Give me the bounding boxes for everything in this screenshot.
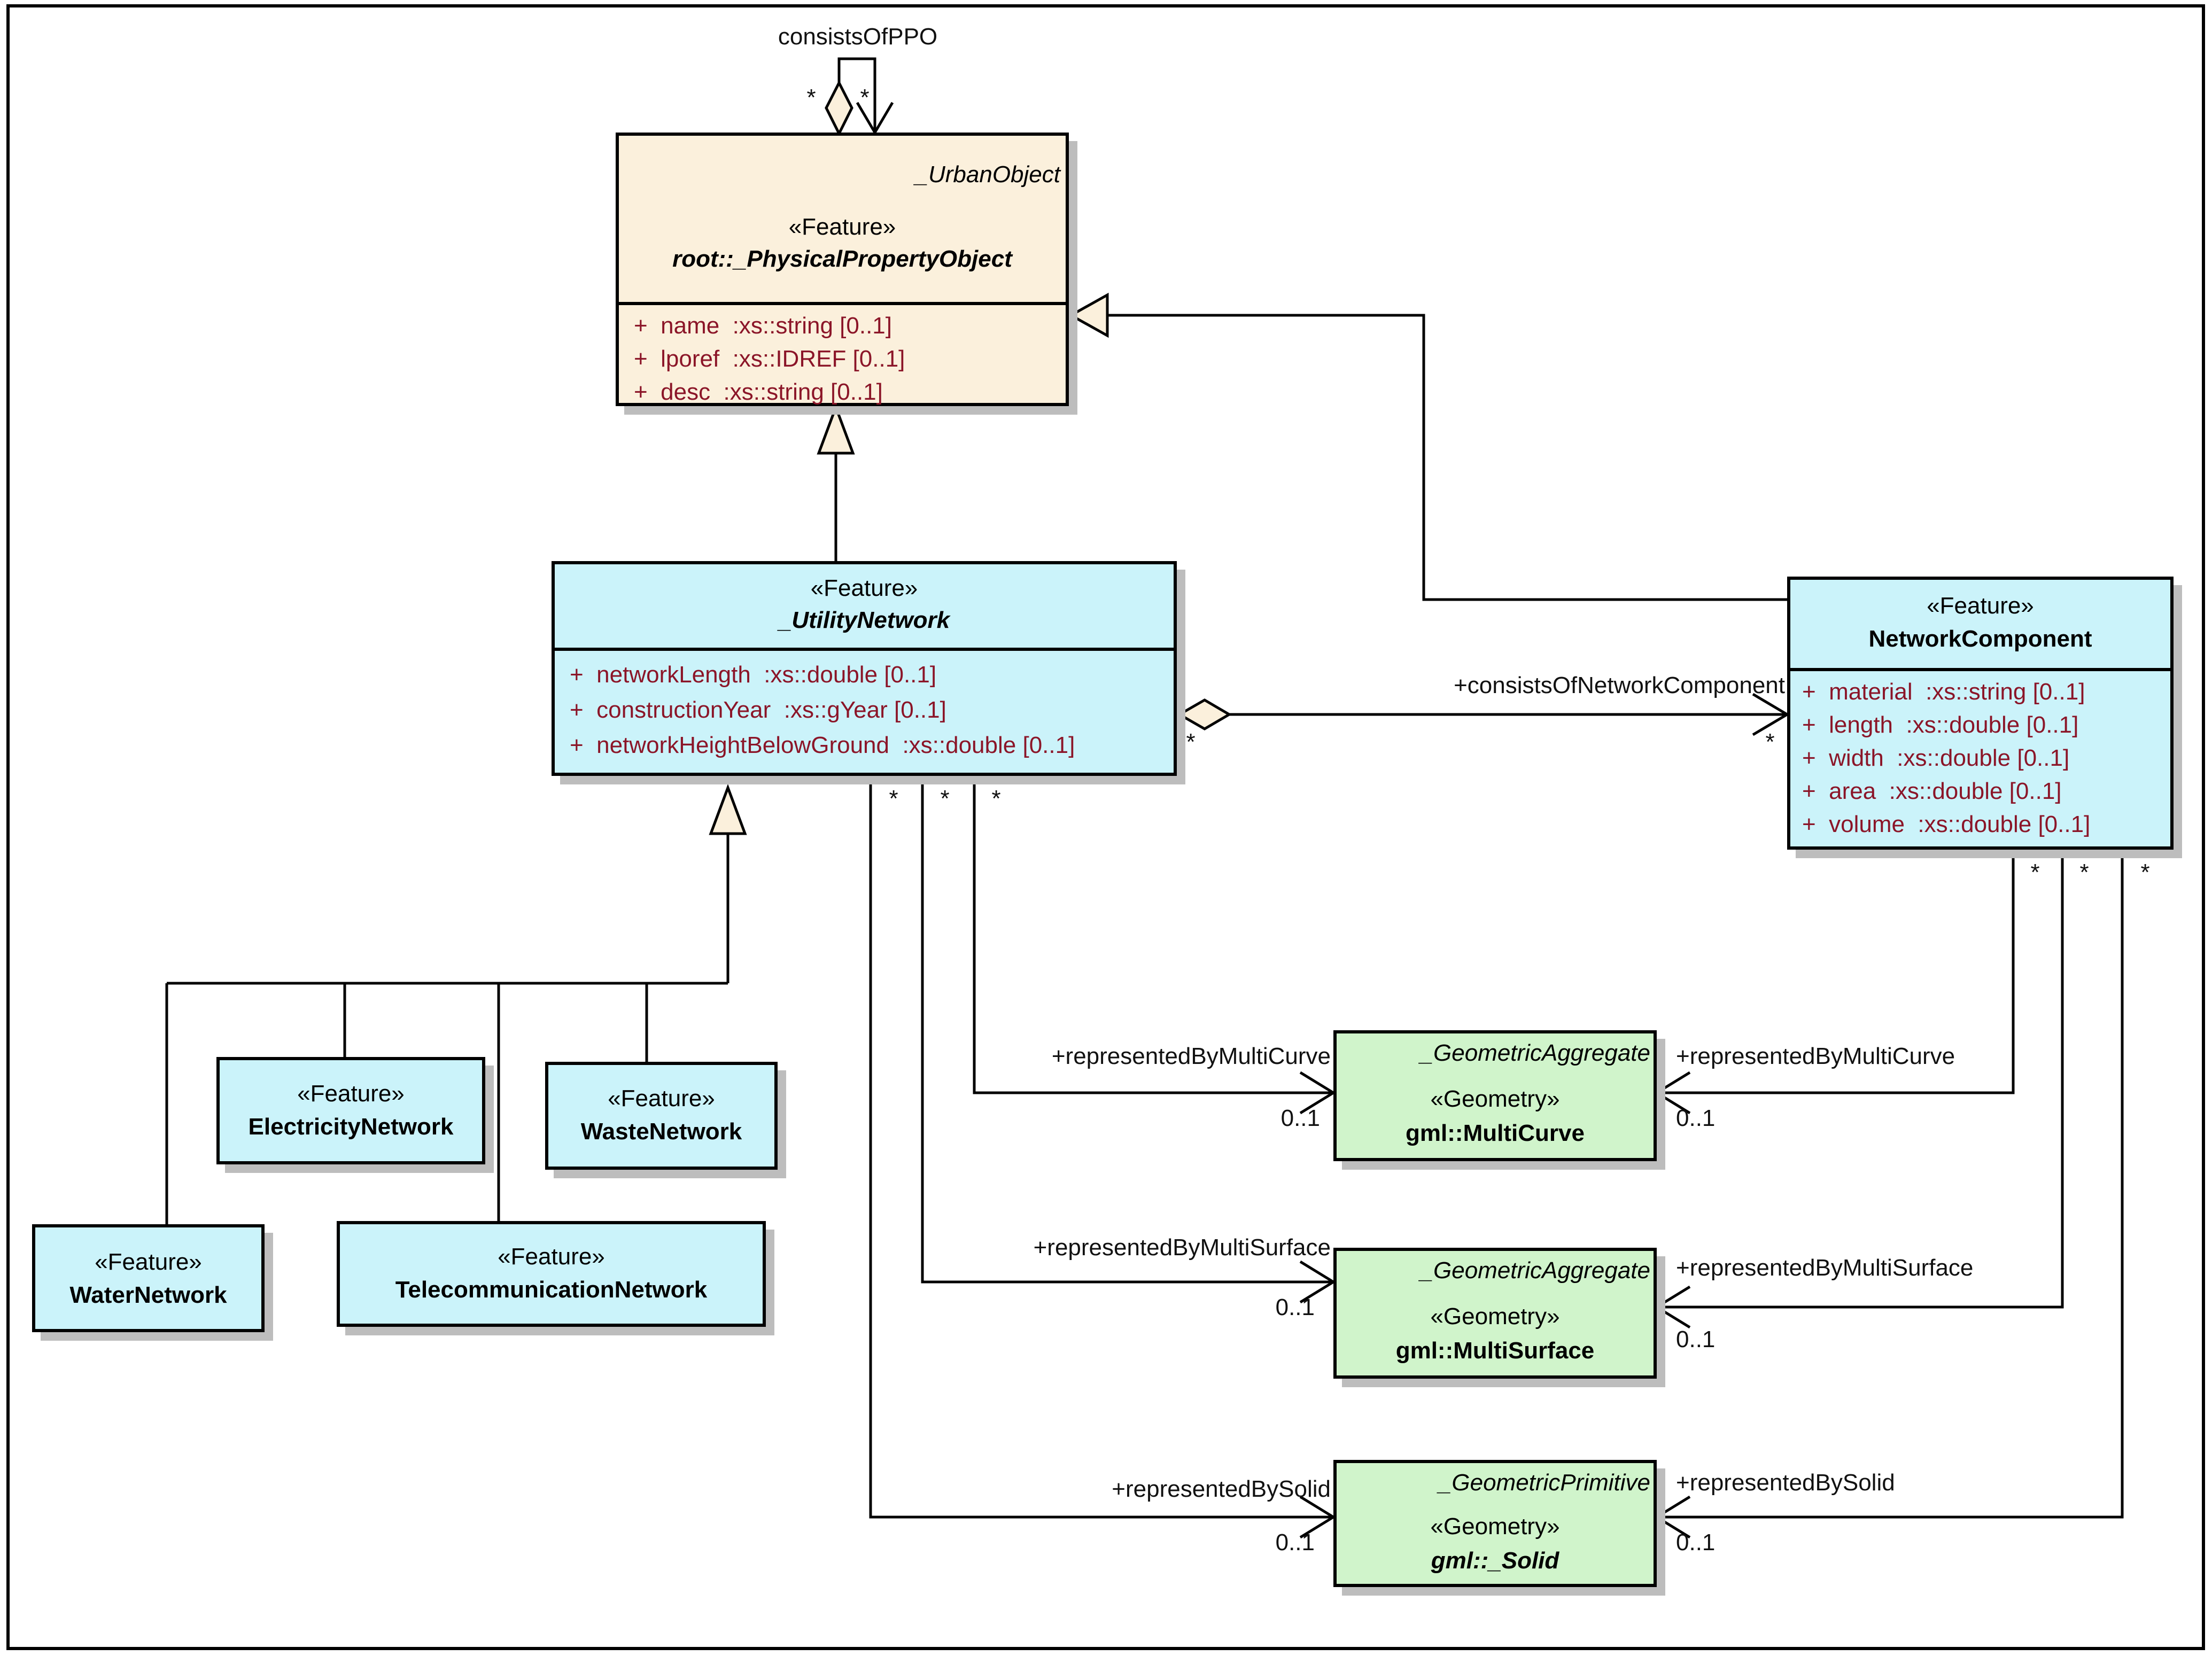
class-box-physicalpropertyobject: _UrbanObject «Feature» root::_PhysicalPr… — [616, 133, 1069, 406]
context-label: _GeometricAggregate — [1420, 1257, 1650, 1284]
class-box-wastenetwork: «Feature» WasteNetwork — [545, 1062, 778, 1170]
class-box-utilitynetwork: «Feature» _UtilityNetwork + networkLengt… — [552, 561, 1177, 776]
class-name: gml::MultiSurface — [1395, 1338, 1595, 1364]
component-multisurface-arrow-icon — [1654, 1285, 1691, 1329]
multiplicity: * — [2030, 859, 2040, 885]
multiplicity: * — [2140, 859, 2150, 885]
context-label: _UrbanObject — [915, 161, 1060, 188]
multiplicity-range: 0..1 — [1676, 1326, 1716, 1352]
generalization-triangle-subnetworks-icon — [709, 783, 747, 835]
multiplicity-range: 0..1 — [1676, 1105, 1716, 1131]
multiplicity-range: 0..1 — [1275, 1294, 1315, 1320]
class-box-electricitynetwork: «Feature» ElectricityNetwork — [216, 1057, 485, 1164]
multiplicity-range: 0..1 — [1676, 1529, 1716, 1556]
class-name: root::_PhysicalPropertyObject — [672, 246, 1012, 272]
stereotype-label: «Feature» — [297, 1080, 405, 1107]
class-name: WaterNetwork — [69, 1282, 227, 1308]
association-label-represented-by-multisurface: +representedByMultiSurface — [1676, 1255, 1974, 1281]
utility-multicurve-line — [973, 776, 1333, 1094]
stereotype-label: «Feature» — [498, 1243, 605, 1270]
utility-solid-line — [869, 776, 1333, 1519]
association-label-represented-by-multisurface: +representedByMultiSurface — [1033, 1234, 1331, 1261]
association-label-consists-of-nc: +consistsOfNetworkComponent — [1454, 672, 1785, 698]
attribute-row: + volume :xs::double [0..1] — [1802, 811, 2091, 837]
multiplicity: * — [940, 786, 950, 812]
aggregation-diamond-nc-icon — [1176, 698, 1232, 730]
attribute-row: + length :xs::double [0..1] — [1802, 712, 2079, 738]
class-box-solid: _GeometricPrimitive «Geometry» gml::_Sol… — [1333, 1460, 1657, 1587]
multiplicity: * — [1765, 729, 1775, 755]
component-multicurve-arrow-icon — [1654, 1071, 1691, 1115]
attribute-row: + lporef :xs::IDREF [0..1] — [634, 346, 905, 372]
stereotype-label: «Geometry» — [1430, 1086, 1560, 1112]
stereotype-label: «Feature» — [788, 214, 896, 240]
attribute-row: + networkLength :xs::double [0..1] — [570, 662, 937, 688]
stereotype-label: «Geometry» — [1430, 1513, 1560, 1540]
diagram-border — [6, 4, 2205, 1650]
component-solid-line — [1657, 850, 2124, 1519]
multiplicity-range: 0..1 — [1275, 1529, 1315, 1556]
class-name: TelecommunicationNetwork — [395, 1277, 708, 1303]
stereotype-label: «Geometry» — [1430, 1303, 1560, 1330]
class-box-networkcomponent: «Feature» NetworkComponent + material :x… — [1787, 577, 2174, 850]
class-box-multisurface: _GeometricAggregate «Geometry» gml::Mult… — [1333, 1248, 1657, 1379]
association-label-represented-by-multicurve: +representedByMultiCurve — [1676, 1043, 1955, 1069]
utility-multisurface-line — [921, 776, 1333, 1284]
multiplicity: * — [1186, 729, 1196, 755]
multiplicity: * — [991, 786, 1001, 812]
multiplicity: * — [2079, 859, 2089, 885]
association-label-consists-of-ppo: consistsOfPPO — [778, 24, 938, 50]
attribute-row: + desc :xs::string [0..1] — [634, 379, 883, 405]
class-name: gml::MultiCurve — [1406, 1120, 1585, 1146]
association-label-represented-by-multicurve: +representedByMultiCurve — [1051, 1043, 1331, 1069]
attribute-row: + name :xs::string [0..1] — [634, 313, 892, 339]
multiplicity-range: 0..1 — [1280, 1105, 1320, 1131]
gen-component-line — [1107, 314, 1787, 601]
stereotype-label: «Feature» — [810, 575, 918, 601]
stereotype-label: «Feature» — [1927, 593, 2034, 619]
generalization-triangle-utility-icon — [817, 403, 855, 455]
attribute-row: + material :xs::string [0..1] — [1802, 679, 2085, 705]
class-box-waternetwork: «Feature» WaterNetwork — [32, 1224, 265, 1332]
class-name: NetworkComponent — [1868, 626, 2092, 652]
generalization-triangle-component-icon — [1068, 292, 1109, 338]
multiplicity: * — [860, 84, 870, 111]
component-solid-arrow-icon — [1654, 1495, 1691, 1539]
component-multicurve-line — [1657, 850, 2015, 1094]
multiplicity: * — [806, 84, 816, 111]
context-label: _GeometricPrimitive — [1438, 1470, 1650, 1496]
multiplicity: * — [889, 786, 898, 812]
consists-of-ppo-line — [837, 57, 876, 133]
class-name: WasteNetwork — [580, 1118, 742, 1145]
association-label-represented-by-solid: +representedBySolid — [1676, 1470, 1895, 1496]
class-box-telecommunicationnetwork: «Feature» TelecommunicationNetwork — [337, 1221, 766, 1327]
attribute-row: + constructionYear :xs::gYear [0..1] — [570, 697, 946, 723]
attribute-row: + area :xs::double [0..1] — [1802, 778, 2062, 804]
stereotype-label: «Feature» — [608, 1085, 715, 1111]
attribute-row: + networkHeightBelowGround :xs::double [… — [570, 732, 1075, 758]
component-multisurface-line — [1657, 850, 2064, 1309]
attribute-row: + width :xs::double [0..1] — [1802, 745, 2070, 771]
context-label: _GeometricAggregate — [1420, 1040, 1650, 1066]
association-label-represented-by-solid: +representedBySolid — [1112, 1476, 1331, 1502]
class-name: _UtilityNetwork — [778, 607, 950, 633]
class-box-multicurve: _GeometricAggregate «Geometry» gml::Mult… — [1333, 1030, 1657, 1161]
stereotype-label: «Feature» — [95, 1249, 202, 1275]
class-name: ElectricityNetwork — [248, 1114, 454, 1140]
class-name: gml::_Solid — [1431, 1548, 1559, 1574]
